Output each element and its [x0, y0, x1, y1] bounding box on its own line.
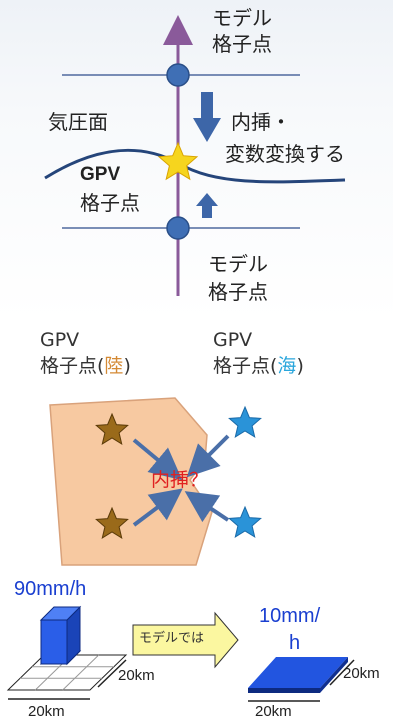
model-grid-point-bottom — [166, 216, 190, 240]
interp-arrow-sea-bottom — [184, 491, 230, 523]
sea-gpv-label-line1: GPV — [213, 329, 253, 351]
interp-arrow-land-top — [132, 438, 183, 481]
upper-panel-background — [0, 0, 393, 320]
interp-label-line1: 内挿・ — [231, 110, 291, 134]
interp-up-arrow — [196, 193, 218, 218]
model-grid-point-top — [166, 63, 190, 87]
sea-star-top — [228, 405, 262, 438]
grid-plane-left — [6, 654, 128, 691]
rain-slab-side — [320, 657, 348, 693]
dim-line-left-side — [97, 659, 127, 688]
land-gpv-label-line2: 格子点(陸) — [40, 355, 131, 377]
land-word: 陸 — [104, 355, 124, 377]
right-rainfall-value-line1: 10mm/ — [259, 605, 321, 627]
sea-star-bottom — [228, 505, 262, 538]
rain-column — [39, 605, 82, 666]
land-region — [49, 397, 213, 566]
model-grid-bottom-label-line2: 格子点 — [208, 280, 268, 304]
rain-slab-front — [248, 688, 320, 693]
land-star-bottom — [95, 506, 129, 539]
model-grid-top-label-line2: 格子点 — [212, 32, 272, 56]
sea-word: 海 — [277, 355, 297, 377]
left-bottom-dimension: 20km — [28, 703, 65, 720]
interp-arrow-sea-top — [186, 434, 230, 478]
model-grid-bottom-label-line1: モデル — [208, 252, 268, 276]
land-gpv-label-line1: GPV — [40, 329, 80, 351]
right-side-dimension: 20km — [343, 665, 380, 682]
model-grid-top-label-line1: モデル — [212, 6, 272, 30]
right-rainfall-value-line2: h — [289, 632, 301, 654]
land-star-top — [95, 412, 129, 445]
model-arrow-label: モデルでは — [139, 631, 205, 646]
rain-slab-top — [248, 657, 348, 688]
gpv-grid-point-star — [157, 141, 199, 181]
gpv-label-line1: GPV — [80, 164, 121, 185]
left-rainfall-value: 90mm/h — [14, 578, 87, 600]
model-arrow — [132, 611, 239, 669]
interp-label-line2: 変数変換する — [225, 142, 345, 166]
sea-gpv-label-line2: 格子点(海) — [213, 355, 304, 377]
interpolation-question: 内挿？ — [151, 469, 209, 491]
pressure-surface-label: 気圧面 — [48, 110, 108, 134]
interp-arrow-land-bottom — [132, 488, 183, 527]
left-side-dimension: 20km — [118, 667, 155, 684]
right-bottom-dimension: 20km — [255, 703, 292, 720]
dim-line-right-side — [329, 659, 355, 686]
gpv-label-line2: 格子点 — [80, 191, 140, 215]
interp-down-arrow — [193, 92, 221, 142]
